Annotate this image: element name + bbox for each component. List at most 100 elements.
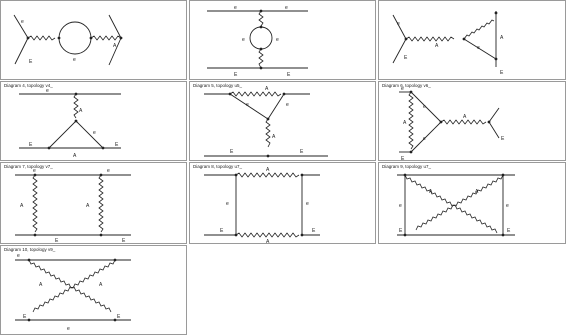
diagram-cell-8: Diagram 8, topology u7_ e A e A E E (189, 162, 376, 244)
fermion-line (13, 14, 29, 39)
diagram-title: Diagram 6, topology v6_ (382, 83, 431, 88)
vertex (26, 36, 30, 40)
vertex (27, 318, 31, 322)
edge-label: e (242, 37, 245, 43)
edge-label: e (423, 104, 426, 110)
photon-line (265, 118, 271, 148)
edge-label: E (500, 70, 504, 76)
edge-label: A (99, 282, 103, 288)
diagram-cell-10: Diagram 10, topology v9_ e A A E E e (0, 245, 187, 335)
diagram-cell-6: Diagram 6, topology v6_ A A e e e E E (378, 81, 566, 161)
feynman-diagram-8: e A e A E E (204, 167, 320, 244)
diagram-title: Diagram 9, topology u7_ (382, 164, 432, 169)
edge-label: E (312, 228, 316, 234)
fermion-line (488, 121, 500, 139)
photon-line (408, 91, 414, 150)
edge-label: e (285, 5, 288, 11)
edge-label: A (475, 189, 479, 195)
photon-line (32, 174, 38, 233)
vertex (101, 146, 105, 150)
diagram-cell-4: Diagram 4, topology v4_ e A e E E A (0, 81, 187, 161)
vertex (74, 119, 78, 123)
edge-label: A (265, 86, 269, 92)
edge-label: E (507, 228, 511, 234)
fermion-line (48, 120, 77, 149)
edge-label: e (17, 253, 20, 259)
diagram-cell-2: e e e e E E (189, 0, 376, 80)
edge-label: e (21, 19, 24, 25)
vertex (234, 173, 238, 177)
diagram-title: Diagram 7, topology v7_ (4, 164, 53, 169)
vertex (494, 11, 498, 15)
edge-label: E (287, 72, 291, 78)
feynman-diagram-1: e E A e (13, 14, 123, 66)
edge-label: e (107, 168, 110, 174)
photon-line (235, 232, 300, 238)
feynman-diagram-4: e A e E E A (19, 88, 121, 159)
edge-label: A (86, 203, 90, 209)
edge-label: e (506, 203, 509, 209)
diagram-cell-1: e E A e (0, 0, 187, 80)
vertex (282, 92, 286, 96)
vertex (119, 36, 123, 40)
edge-label: E (399, 228, 403, 234)
feynman-diagram-7: e e A A E E (15, 168, 131, 244)
vertex (266, 117, 270, 121)
edge-label: E (55, 238, 59, 244)
edge-label: A (435, 43, 439, 49)
edge-label: e (477, 45, 480, 51)
vertex (409, 150, 413, 154)
vertex (300, 233, 304, 237)
fermion-line (14, 37, 29, 65)
photon-line (405, 36, 455, 42)
diagram-title: Diagram 8, topology u7_ (193, 164, 243, 169)
edge-label: e (423, 136, 426, 142)
vertex (501, 173, 505, 177)
vertex (403, 173, 407, 177)
edge-label: A (500, 35, 504, 41)
loop (249, 26, 273, 50)
edge-label: A (73, 153, 77, 159)
fermion-line (392, 14, 407, 40)
vertex (409, 90, 413, 94)
fermion-line (108, 37, 122, 66)
edge-label: A (403, 120, 407, 126)
photon-line (90, 35, 122, 41)
photon-line (440, 119, 487, 125)
diagram-title: Diagram 4, topology v4_ (4, 83, 53, 88)
photon-line (32, 259, 116, 313)
fermion-line (75, 120, 104, 149)
edge-label: e (401, 86, 404, 92)
edge-label: A (113, 43, 117, 49)
edge-label: e (226, 201, 229, 207)
vertex (259, 66, 263, 70)
vertex (47, 146, 51, 150)
edge-label: E (29, 59, 33, 65)
edge-label: e (397, 21, 400, 27)
vertex (33, 173, 37, 177)
fermion-line (108, 14, 122, 39)
edge-label: E (300, 149, 304, 155)
fermion-line (488, 107, 500, 123)
photon-line (27, 35, 56, 41)
edge-label: e (286, 102, 289, 108)
edge-label: E (220, 228, 224, 234)
vertex (113, 318, 117, 322)
edge-label: e (33, 168, 36, 174)
feynman-diagram-6: A A e e e E E (399, 86, 505, 160)
vertex (27, 258, 31, 262)
vertex (259, 9, 263, 13)
edge-label: E (29, 142, 33, 148)
edge-label: A (463, 114, 467, 120)
diagram-cell-5: Diagram 5, topology u5_ A e e A E E (189, 81, 376, 161)
vertex (266, 154, 270, 158)
photon-line (258, 10, 264, 27)
edge-label: e (93, 130, 96, 136)
edge-label: e (46, 88, 49, 94)
fermion-line (229, 93, 269, 120)
photon-line (415, 174, 504, 231)
edge-label: A (266, 239, 270, 244)
edge-label: A (429, 189, 433, 195)
fermion-line (392, 38, 407, 64)
vertex (259, 47, 263, 51)
